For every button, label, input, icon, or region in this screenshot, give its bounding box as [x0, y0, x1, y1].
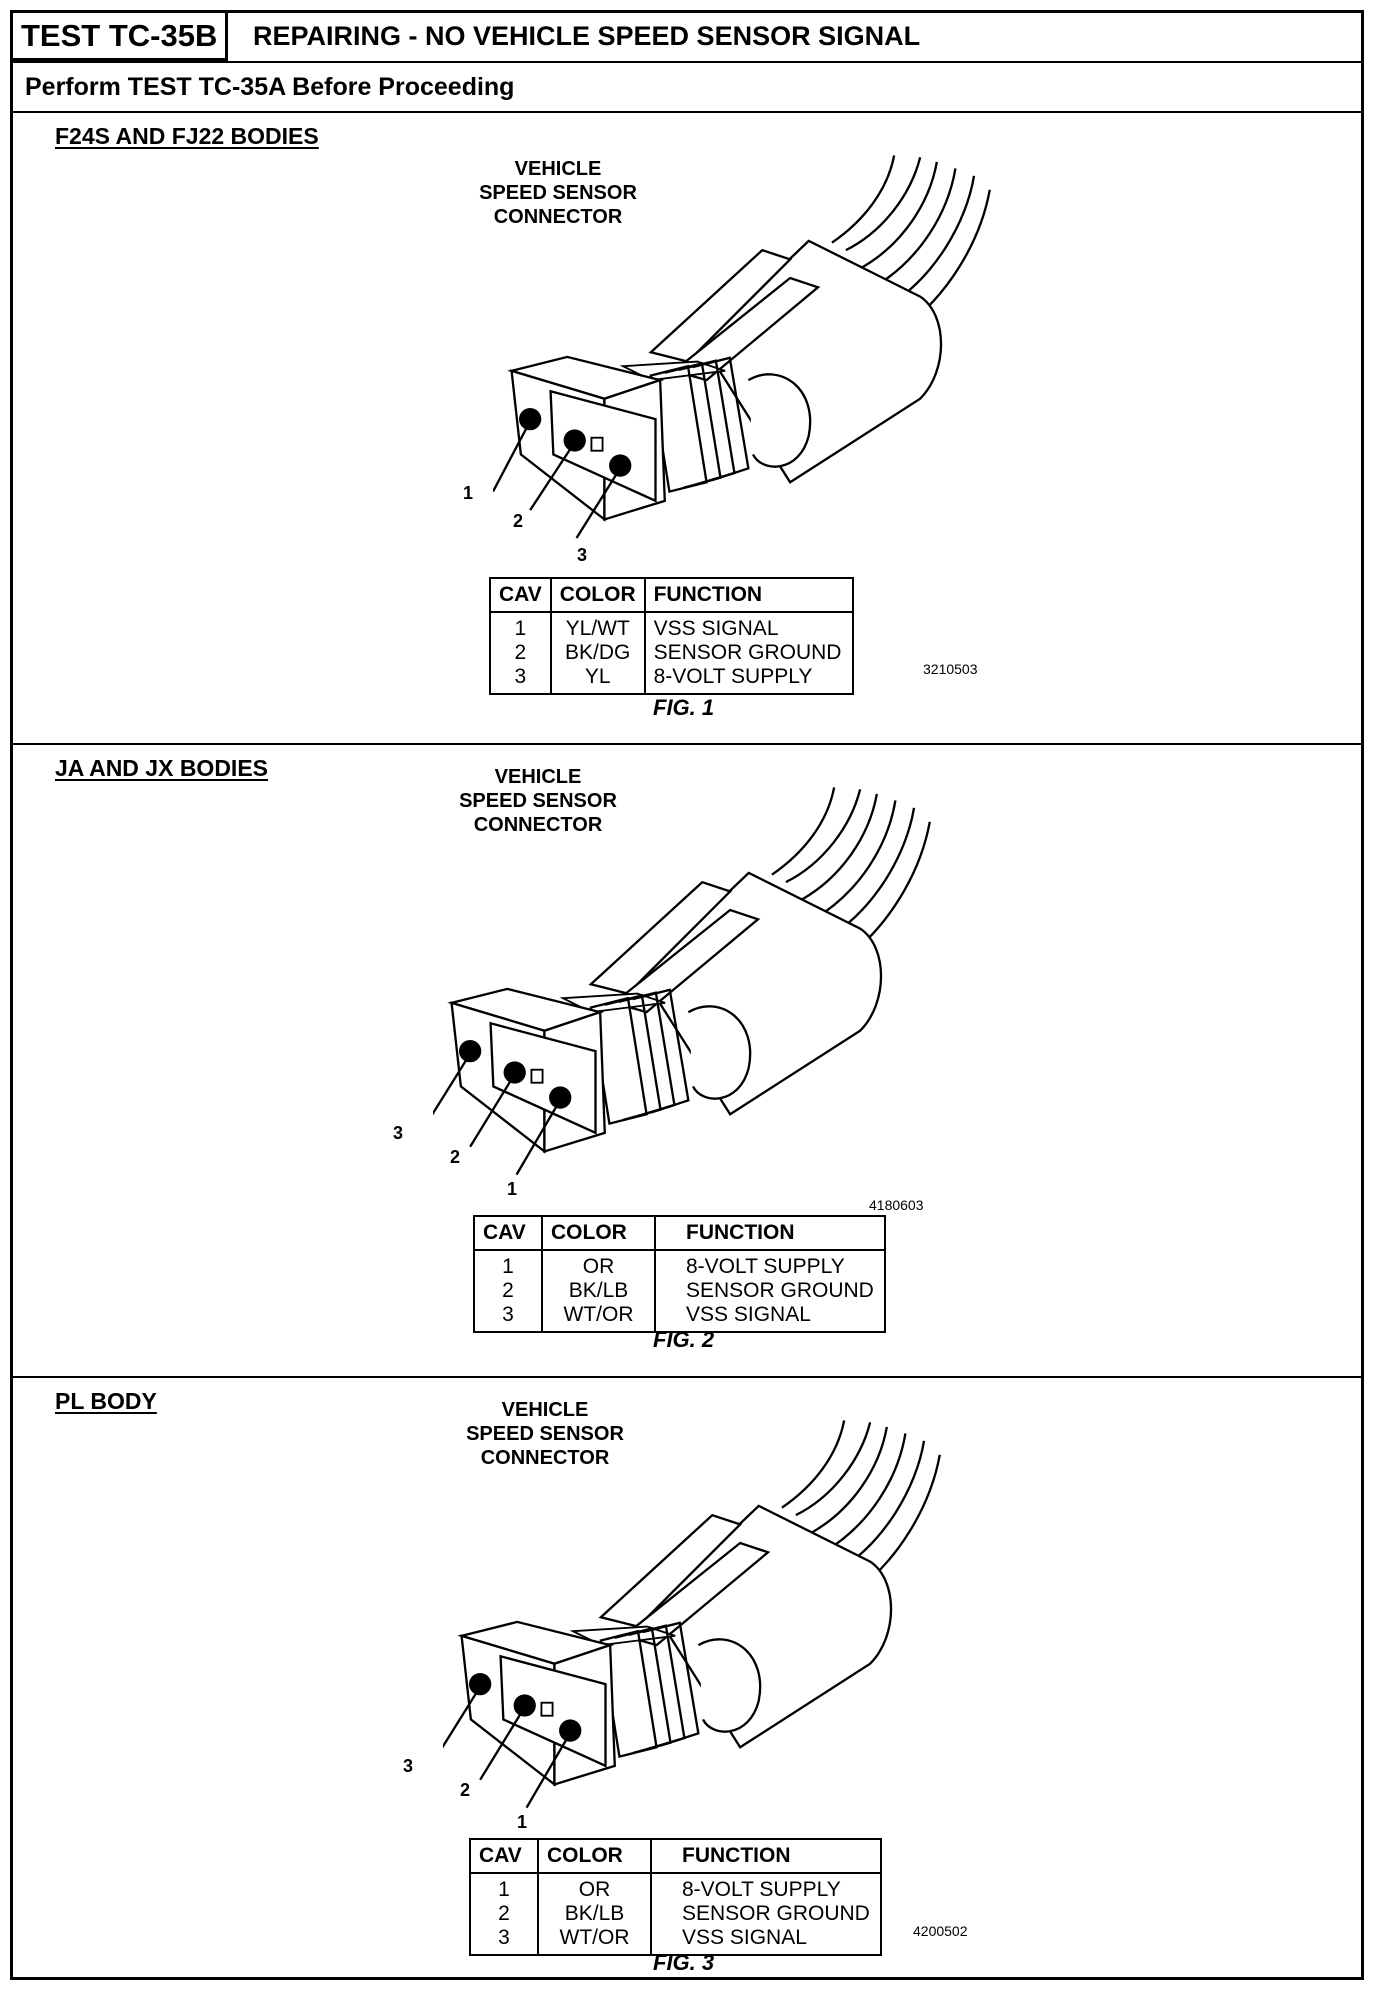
pin-label: 1: [507, 1179, 518, 1199]
table-cell: YL/WT: [550, 612, 646, 641]
table-cell: OR: [538, 1873, 652, 1902]
table-cell: 1: [470, 1873, 539, 1902]
connector-label-line: VEHICLE: [494, 766, 582, 788]
table-cell: 3: [474, 1303, 543, 1332]
page-title: REPAIRING - NO VEHICLE SPEED SENSOR SIGN…: [253, 21, 921, 51]
section-fig1: F24S AND FJ22 BODIES VEHICLE SPEED SENSO…: [13, 113, 1361, 745]
table-cell: VSS SIGNAL: [655, 1303, 886, 1332]
section-heading: PL BODY: [55, 1388, 157, 1414]
table-cell: BK/LB: [538, 1902, 652, 1926]
pin-label: 2: [460, 1780, 471, 1800]
table-cell: 2: [490, 641, 552, 665]
pin-label: 3: [577, 545, 588, 565]
cavity-table: CAV COLOR FUNCTION 1 OR 8-VOLT SUPPLY 2 …: [473, 1215, 886, 1333]
table-header: FUNCTION: [651, 1839, 882, 1874]
table-header: CAV: [474, 1216, 543, 1251]
figure-ref-number: 4200502: [913, 1923, 968, 1939]
table-row: 3 WT/OR VSS SIGNAL: [470, 1926, 882, 1955]
pin-label: 1: [517, 1812, 528, 1832]
connector-label-line: SPEED SENSOR: [466, 1423, 624, 1445]
section-heading: JA AND JX BODIES: [55, 755, 269, 781]
connector-label: VEHICLE SPEED SENSOR CONNECTOR: [438, 157, 678, 229]
table-cell: 8-VOLT SUPPLY: [655, 1250, 886, 1279]
figure-caption: FIG. 3: [653, 1950, 715, 1975]
table-cell: 2: [474, 1279, 543, 1303]
table-header: FUNCTION: [644, 578, 854, 613]
table-cell: VSS SIGNAL: [651, 1926, 882, 1955]
pin-label: 2: [450, 1147, 461, 1167]
pin-label: 3: [393, 1123, 404, 1143]
figure-ref-number: 4180603: [869, 1197, 924, 1213]
connector-drawing: [433, 786, 931, 1176]
connector-drawing: [443, 1419, 941, 1809]
figure-ref-number: 3210503: [923, 661, 978, 677]
table-header: FUNCTION: [655, 1216, 886, 1251]
section-fig3: PL BODY VEHICLE SPEED SENSOR CONNECTOR 3…: [13, 1378, 1361, 1977]
table-header: COLOR: [542, 1216, 656, 1251]
figure-caption: FIG. 2: [653, 1327, 715, 1352]
table-cell: 1: [490, 612, 552, 641]
connector-label-line: VEHICLE: [501, 1399, 589, 1421]
subtitle: Perform TEST TC-35A Before Proceeding: [13, 63, 1361, 113]
connector-label-line: VEHICLE: [514, 158, 602, 180]
connector-label-line: CONNECTOR: [493, 206, 623, 228]
table-cell: SENSOR GROUND: [651, 1902, 882, 1926]
table-cell: 3: [470, 1926, 539, 1955]
pin-label: 3: [403, 1756, 414, 1776]
table-row: 2 BK/LB SENSOR GROUND: [470, 1902, 882, 1926]
table-header: COLOR: [538, 1839, 652, 1874]
table-cell: 1: [474, 1250, 543, 1279]
table-cell: BK/LB: [542, 1279, 656, 1303]
connector-label: VEHICLE SPEED SENSOR CONNECTOR: [425, 1398, 665, 1470]
figure-caption: FIG. 1: [653, 695, 715, 720]
connector-label: VEHICLE SPEED SENSOR CONNECTOR: [418, 765, 658, 837]
table-header: COLOR: [550, 578, 646, 613]
table-row: 2 BK/LB SENSOR GROUND: [474, 1279, 886, 1303]
table-row: 3 YL 8-VOLT SUPPLY: [490, 665, 854, 694]
table-cell: 8-VOLT SUPPLY: [644, 665, 854, 694]
connector-label-line: SPEED SENSOR: [459, 790, 617, 812]
page-frame: TEST TC-35B REPAIRING - NO VEHICLE SPEED…: [10, 10, 1364, 1980]
pin-label: 1: [463, 483, 474, 503]
table-row: 1 YL/WT VSS SIGNAL: [490, 612, 854, 641]
test-id: TEST TC-35B: [13, 13, 229, 61]
cavity-table: CAV COLOR FUNCTION 1 YL/WT VSS SIGNAL 2 …: [489, 577, 854, 695]
table-cell: OR: [542, 1250, 656, 1279]
title-row: TEST TC-35B REPAIRING - NO VEHICLE SPEED…: [13, 13, 1361, 63]
table-header: CAV: [490, 578, 552, 613]
table-cell: 8-VOLT SUPPLY: [651, 1873, 882, 1902]
table-cell: YL: [550, 665, 646, 694]
table-header: CAV: [470, 1839, 539, 1874]
connector-label-line: CONNECTOR: [473, 814, 603, 836]
table-row: 2 BK/DG SENSOR GROUND: [490, 641, 854, 665]
pin-label: 2: [513, 511, 524, 531]
cavity-table: CAV COLOR FUNCTION 1 OR 8-VOLT SUPPLY 2 …: [469, 1838, 882, 1956]
table-row: 3 WT/OR VSS SIGNAL: [474, 1303, 886, 1332]
table-cell: 2: [470, 1902, 539, 1926]
table-cell: SENSOR GROUND: [644, 641, 854, 665]
table-row: 1 OR 8-VOLT SUPPLY: [474, 1250, 886, 1279]
table-cell: BK/DG: [550, 641, 646, 665]
table-cell: VSS SIGNAL: [644, 612, 854, 641]
table-cell: SENSOR GROUND: [655, 1279, 886, 1303]
table-cell: WT/OR: [542, 1303, 656, 1332]
connector-drawing: [493, 154, 991, 539]
section-fig2: JA AND JX BODIES VEHICLE SPEED SENSOR CO…: [13, 745, 1361, 1378]
section-heading: F24S AND FJ22 BODIES: [55, 123, 319, 149]
connector-label-line: CONNECTOR: [480, 1447, 610, 1469]
connector-label-line: SPEED SENSOR: [479, 182, 637, 204]
table-row: 1 OR 8-VOLT SUPPLY: [470, 1873, 882, 1902]
table-cell: WT/OR: [538, 1926, 652, 1955]
table-cell: 3: [490, 665, 552, 694]
